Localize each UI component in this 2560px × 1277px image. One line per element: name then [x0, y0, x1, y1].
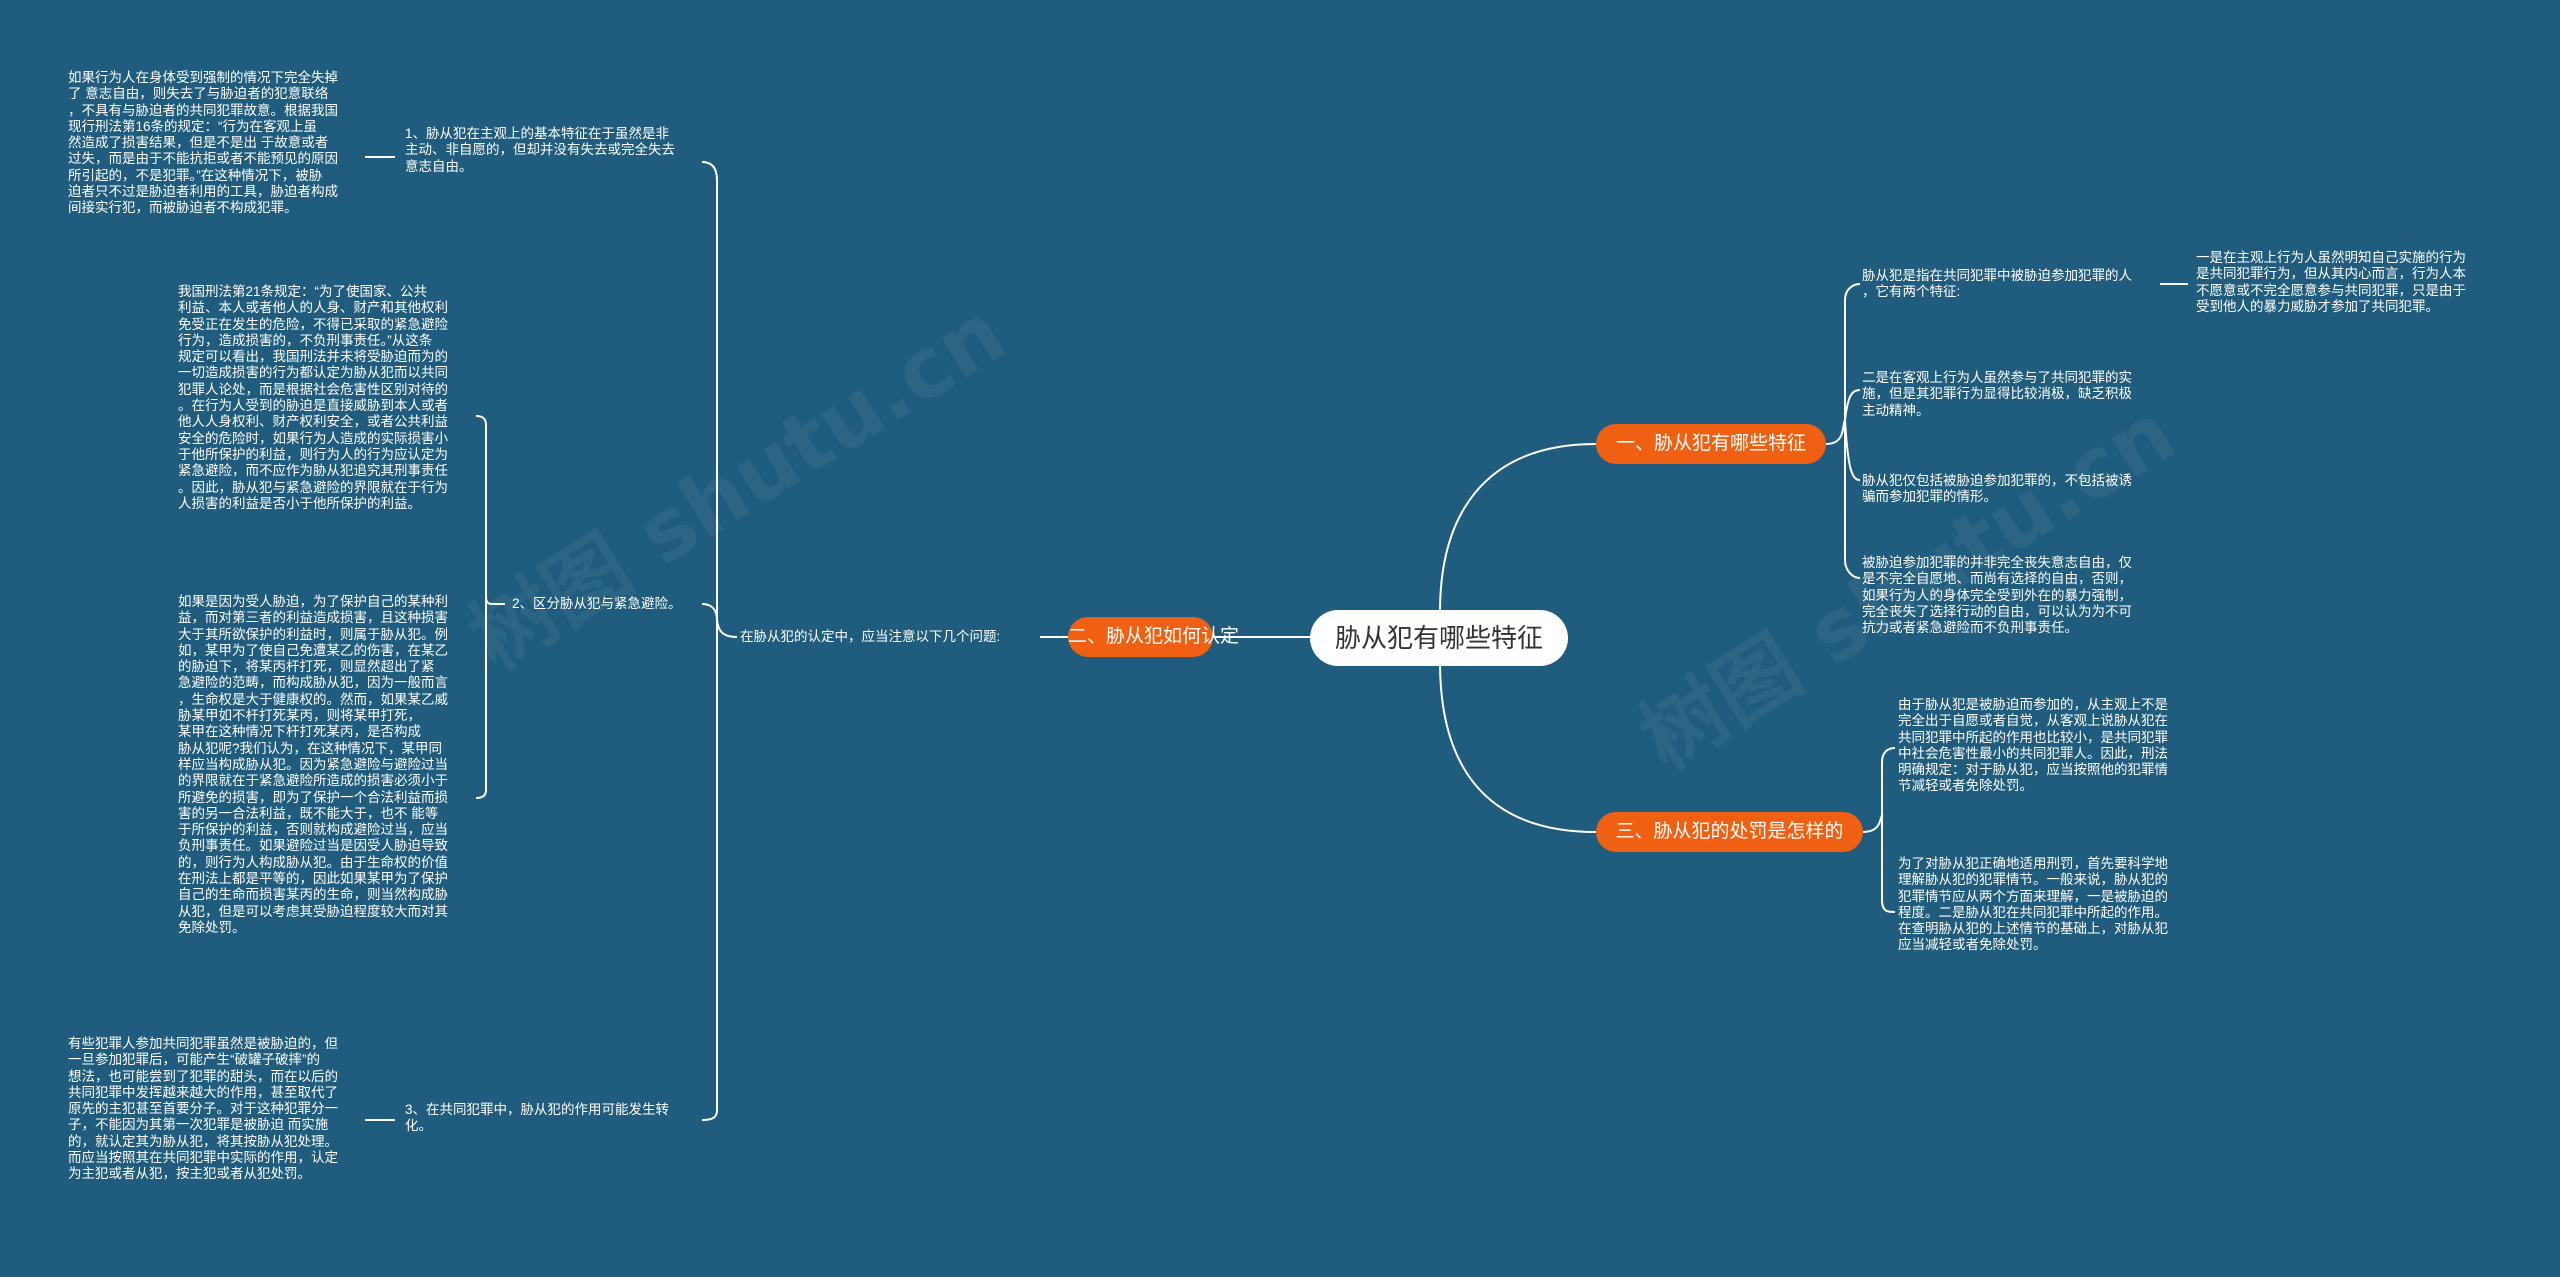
b2-point-3-detail[interactable]: 有些犯罪人参加共同犯罪虽然是被胁迫的，但 一旦参加犯罪后，可能产生“破罐子破摔”…: [68, 1036, 338, 1182]
b3-item-sentencing[interactable]: 为了对胁从犯正确地适用刑罚，首先要科学地 理解胁从犯的犯罪情节。一般来说，胁从犯…: [1898, 856, 2168, 953]
link-intro-items: [701, 161, 738, 1121]
link-p2-detail: [475, 415, 505, 799]
b2-point-3[interactable]: 3、在共同犯罪中，胁从犯的作用可能发生转 化。: [405, 1102, 670, 1134]
b2-point-2-detail-emergency[interactable]: 我国刑法第21条规定：“为了使国家、公共 利益、本人或者他人的人身、财产和其他权…: [178, 284, 448, 511]
b1-item-freedom[interactable]: 被胁迫参加犯罪的并非完全丧失意志自由，仅 是不完全自愿地、而尚有选择的自由，否则…: [1862, 555, 2132, 636]
b1-item-scope[interactable]: 胁从犯仅包括被胁迫参加犯罪的，不包括被诱 骗而参加犯罪的情形。: [1862, 473, 2132, 505]
link-root-b3: [1439, 661, 1597, 833]
b2-point-1-detail[interactable]: 如果行为人在身体受到强制的情况下完全失掉 了 意志自由，则失去了与胁迫者的犯意联…: [68, 70, 338, 216]
branch-3-punishment[interactable]: 三、胁从犯的处罚是怎样的: [1596, 812, 1863, 852]
link-root-b1: [1439, 443, 1597, 613]
branch-2-identification[interactable]: 二、胁从犯如何认定: [1068, 617, 1239, 657]
branch-1-features[interactable]: 一、胁从犯有哪些特征: [1596, 424, 1826, 464]
b2-point-2[interactable]: 2、区分胁从犯与紧急避险。: [512, 596, 682, 611]
b1-item-subjective[interactable]: 一是在主观上行为人虽然明知自己实施的行为 是共同犯罪行为，但从其内心而言，行为人…: [2196, 250, 2466, 314]
b1-item-definition[interactable]: 胁从犯是指在共同犯罪中被胁迫参加犯罪的人 ，它有两个特征:: [1862, 268, 2132, 300]
b1-item-objective[interactable]: 二是在客观上行为人虽然参与了共同犯罪的实 施，但是其犯罪行为显得比较消极，缺乏积…: [1862, 370, 2132, 418]
b2-point-1[interactable]: 1、胁从犯在主观上的基本特征在于虽然是非 主动、非自愿的，但却并没有失去或完全失…: [405, 126, 675, 174]
link-b1-items: [1825, 283, 1861, 579]
link-b3-items: [1862, 747, 1896, 913]
b3-item-reason[interactable]: 由于胁从犯是被胁迫而参加的，从主观上不是 完全出于自愿或者自觉，从客观上说胁从犯…: [1898, 697, 2168, 794]
root-topic[interactable]: 胁从犯有哪些特征: [1310, 610, 1568, 666]
b2-point-2-detail-comparison[interactable]: 如果是因为受人胁迫，为了保护自己的某种利 益，而对第三者的利益造成损害，且这种损…: [178, 594, 448, 935]
b2-intro[interactable]: 在胁从犯的认定中，应当注意以下几个问题:: [740, 629, 1001, 644]
